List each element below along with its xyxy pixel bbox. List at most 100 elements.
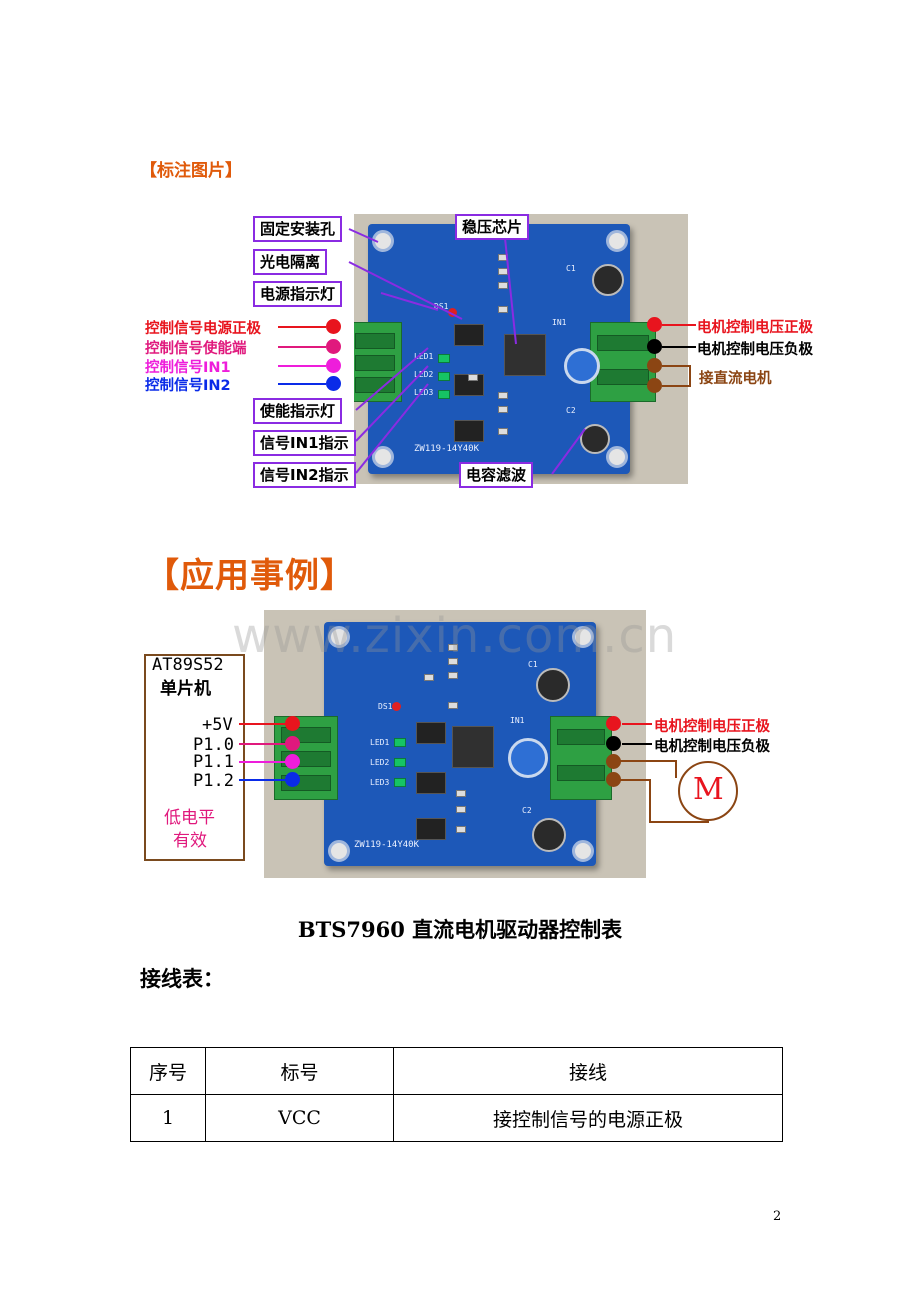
- mount-hole: [572, 626, 594, 648]
- callout-enable-led: 使能指示灯: [253, 398, 343, 424]
- mount-hole: [372, 446, 394, 468]
- silkscreen-led3: LED3: [414, 388, 434, 397]
- resistor: [498, 282, 508, 289]
- motor-terminal-block: [590, 322, 656, 402]
- page-number: 2: [773, 1209, 782, 1224]
- callout-capacitor: 电容滤波: [459, 462, 534, 488]
- callout-in1-led: 信号IN1指示: [253, 430, 356, 456]
- silkscreen-led1: LED1: [414, 352, 434, 361]
- input-dot-enable: [326, 339, 341, 354]
- resistor: [498, 406, 508, 413]
- figure1-leader-lines: [278, 228, 696, 475]
- output-dot-motor-b: [647, 378, 662, 393]
- silkscreen-c1: C1: [566, 264, 576, 273]
- optocoupler-chip: [416, 818, 446, 840]
- resistor: [456, 806, 466, 813]
- silkscreen-led3: LED3: [370, 778, 390, 787]
- optocoupler-chip: [416, 722, 446, 744]
- callout-regulator: 稳压芯片: [455, 214, 530, 240]
- resistor: [498, 428, 508, 435]
- silkscreen-led2: LED2: [414, 370, 434, 379]
- watermark: www.zixin.com.cn: [232, 608, 678, 664]
- input-dot-p12: [285, 772, 300, 787]
- in2-led: [394, 778, 406, 787]
- mount-hole: [328, 840, 350, 862]
- silkscreen-board-id: ZW119-14Y40K: [354, 840, 420, 850]
- mcu-note-line2: 有效: [173, 831, 207, 851]
- output-dot-neg: [647, 339, 662, 354]
- silkscreen-led2: LED2: [370, 758, 390, 767]
- input-dot-in1: [326, 358, 341, 373]
- header-connection: 接线: [393, 1047, 783, 1095]
- label-motor-positive: 电机控制电压正极: [697, 320, 813, 336]
- callout-optocoupler: 光电隔离: [253, 249, 328, 275]
- table-header-row: 序号 标号 接线: [130, 1047, 783, 1095]
- label-motor-positive: 电机控制电压正极: [654, 719, 770, 735]
- resistor: [448, 672, 458, 679]
- cell-index: 1: [130, 1094, 206, 1142]
- section-heading-application: 【应用事例】: [145, 556, 355, 596]
- mcu-pin-p12: P1.2: [193, 771, 234, 791]
- input-dot-power: [326, 319, 341, 334]
- label-enable: 控制信号使能端: [145, 341, 247, 357]
- optocoupler-chip: [454, 420, 484, 442]
- mount-hole: [328, 626, 350, 648]
- enable-led: [438, 354, 450, 363]
- label-power-positive: 控制信号电源正极: [145, 321, 261, 337]
- silkscreen-ds1: DS1: [378, 702, 393, 711]
- label-motor-negative: 电机控制电压负极: [654, 739, 770, 755]
- resistor: [456, 826, 466, 833]
- silkscreen-led1: LED1: [370, 738, 390, 747]
- silkscreen-c2: C2: [566, 406, 576, 415]
- resistor: [424, 674, 434, 681]
- callout-mount-hole: 固定安装孔: [253, 216, 343, 242]
- resistor: [456, 790, 466, 797]
- silkscreen-board-id: ZW119-14Y40K: [414, 444, 480, 454]
- inductor: [564, 348, 600, 384]
- power-led-red: [392, 702, 401, 711]
- silkscreen-c2: C2: [522, 806, 532, 815]
- in1-led: [438, 372, 450, 381]
- silkscreen-in1: IN1: [510, 716, 525, 725]
- mcu-title-line1: AT89S52: [152, 655, 224, 675]
- resistor: [498, 306, 508, 313]
- header-index: 序号: [130, 1047, 206, 1095]
- label-in2: 控制信号IN2: [145, 378, 231, 394]
- wiring-table: 序号 标号 接线 1 VCC 接控制信号的电源正极: [130, 1047, 783, 1142]
- output-dot-motor-a: [647, 358, 662, 373]
- capacitor-c1: [536, 668, 570, 702]
- table-title: BTS7960 直流电机驱动器控制表: [297, 917, 623, 942]
- motor-circle: [678, 761, 738, 821]
- header-label: 标号: [205, 1047, 394, 1095]
- optocoupler-chip: [454, 324, 484, 346]
- mcu-box: [144, 654, 245, 861]
- mcu-pin-p10: P1.0: [193, 735, 234, 755]
- callout-in2-led: 信号IN2指示: [253, 462, 356, 488]
- annotated-board-photo: DS1 LED1 LED2 LED3 IN1 C1 C2 ZW119-14Y40…: [354, 214, 688, 484]
- mount-hole: [572, 840, 594, 862]
- in1-led: [394, 758, 406, 767]
- silkscreen-in1: IN1: [552, 318, 567, 327]
- resistor: [448, 702, 458, 709]
- input-dot-in2: [326, 376, 341, 391]
- in2-led: [438, 390, 450, 399]
- label-dc-motor: 接直流电机: [699, 371, 772, 387]
- capacitor-c2: [532, 818, 566, 852]
- resistor: [498, 392, 508, 399]
- output-dot-motor-a: [606, 754, 621, 769]
- pcb-board: DS1 LED1 LED2 LED3 IN1 C1 C2 ZW119-14Y40…: [354, 224, 656, 474]
- optocoupler-chip: [416, 772, 446, 794]
- regulator-chip: [504, 334, 546, 376]
- input-terminal-block: [354, 322, 402, 402]
- capacitor-c1: [592, 264, 624, 296]
- power-led-red: [448, 308, 457, 317]
- mount-hole: [606, 230, 628, 252]
- application-board-photo: DS1 LED1 LED2 LED3 IN1 C1 C2 ZW119-14Y40…: [264, 610, 646, 878]
- wiring-subheading: 接线表：: [140, 967, 224, 991]
- regulator-chip: [452, 726, 494, 768]
- section-heading-annotated-photo: 【标注图片】: [140, 161, 242, 181]
- mount-hole: [606, 446, 628, 468]
- output-dot-pos: [647, 317, 662, 332]
- mcu-pin-p11: P1.1: [193, 752, 234, 772]
- silkscreen-ds1: DS1: [434, 302, 449, 311]
